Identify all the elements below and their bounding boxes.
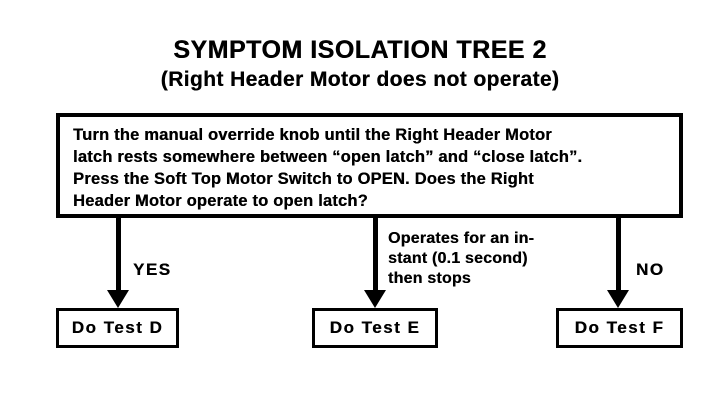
page-subtitle: (Right Header Motor does not operate): [160, 68, 560, 91]
branch-label-yes: YES: [133, 260, 172, 279]
branch-label-instant-line-2: stant (0.1 second): [388, 250, 528, 267]
arrow-shaft: [372, 218, 378, 292]
branch-label-instant-line-3: then stops: [388, 270, 471, 287]
branch-label-instant: Operates for an in- stant (0.1 second) t…: [388, 229, 534, 289]
arrow-shaft: [615, 218, 621, 292]
question-line-1: Turn the manual override knob until the …: [73, 126, 552, 144]
result-box-test-d: Do Test D: [56, 308, 179, 348]
result-box-test-e: Do Test E: [312, 308, 438, 348]
arrow-head-icon: [107, 290, 129, 308]
arrow-down-no: [607, 218, 629, 308]
arrow-down-yes: [107, 218, 129, 308]
arrow-down-instant: [364, 218, 386, 308]
arrow-shaft: [115, 218, 121, 292]
page-title: SYMPTOM ISOLATION TREE 2: [173, 36, 547, 64]
arrow-head-icon: [364, 290, 386, 308]
arrow-head-icon: [607, 290, 629, 308]
result-box-test-f: Do Test F: [556, 308, 683, 348]
question-line-4: Header Motor operate to open latch?: [73, 192, 368, 210]
question-line-3: Press the Soft Top Motor Switch to OPEN.…: [73, 170, 534, 188]
branch-label-instant-line-1: Operates for an in-: [388, 230, 535, 247]
question-line-2: latch rests somewhere between “open latc…: [73, 148, 583, 166]
branch-label-no: NO: [636, 260, 665, 279]
question-box: Turn the manual override knob until the …: [56, 113, 683, 218]
